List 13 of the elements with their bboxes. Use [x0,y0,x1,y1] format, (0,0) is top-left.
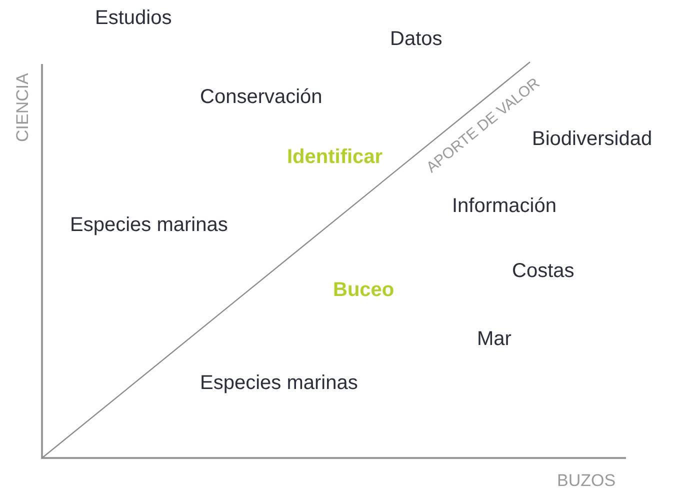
axis-label: BUZOS [557,472,616,489]
term-label: Estudios [95,8,172,28]
term-label: Mar [477,329,512,349]
term-label: Información [452,196,556,216]
term-label: Costas [512,261,574,281]
highlight-label: Buceo [333,280,394,300]
term-label: Especies marinas [70,215,228,235]
term-label: Datos [390,29,442,49]
term-label: Biodiversidad [532,129,652,149]
term-label: Especies marinas [200,373,358,393]
highlight-label: Identificar [287,147,383,167]
axis-label: CIENCIA [13,72,30,142]
term-label: Conservación [200,87,322,107]
